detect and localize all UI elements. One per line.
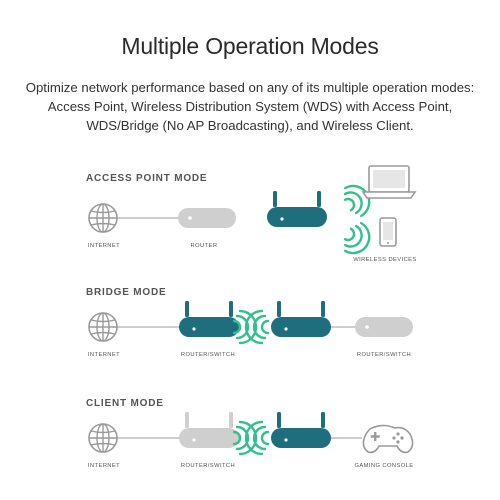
- wifi-waves-icon: [338, 218, 377, 261]
- caption-gaming-console: GAMING CONSOLE: [354, 463, 414, 469]
- gamepad-icon: [362, 424, 414, 454]
- caption-internet-1: INTERNET: [87, 243, 121, 249]
- laptop-icon: [361, 165, 417, 199]
- access-point-icon: [179, 412, 239, 448]
- router-icon: [355, 317, 413, 337]
- access-point-icon: [271, 301, 331, 337]
- caption-router-switch-3: ROUTER/SWITCH: [180, 463, 236, 469]
- mode-heading-bridge: BRIDGE MODE: [86, 287, 167, 298]
- caption-router-switch-2b: ROUTER/SWITCH: [356, 352, 412, 358]
- access-point-icon: [267, 191, 327, 227]
- globe-icon: [88, 312, 118, 342]
- page-description: Optimize network performance based on an…: [25, 80, 475, 133]
- mode-heading-access-point: ACCESS POINT MODE: [86, 173, 208, 184]
- access-point-icon: [271, 412, 331, 448]
- router-icon: [178, 208, 236, 228]
- mode-heading-client: CLIENT MODE: [86, 398, 164, 409]
- globe-icon: [88, 423, 118, 453]
- page-title: Multiple Operation Modes: [121, 33, 379, 59]
- caption-internet-2: INTERNET: [87, 352, 121, 358]
- caption-router-1: ROUTER: [190, 243, 218, 249]
- caption-internet-3: INTERNET: [87, 463, 121, 469]
- access-point-icon: [179, 301, 239, 337]
- caption-wireless-devices: WIRELESS DEVICES: [353, 257, 417, 263]
- caption-router-switch-2a: ROUTER/SWITCH: [180, 352, 236, 358]
- globe-icon: [88, 203, 118, 233]
- smartphone-icon: [379, 217, 397, 247]
